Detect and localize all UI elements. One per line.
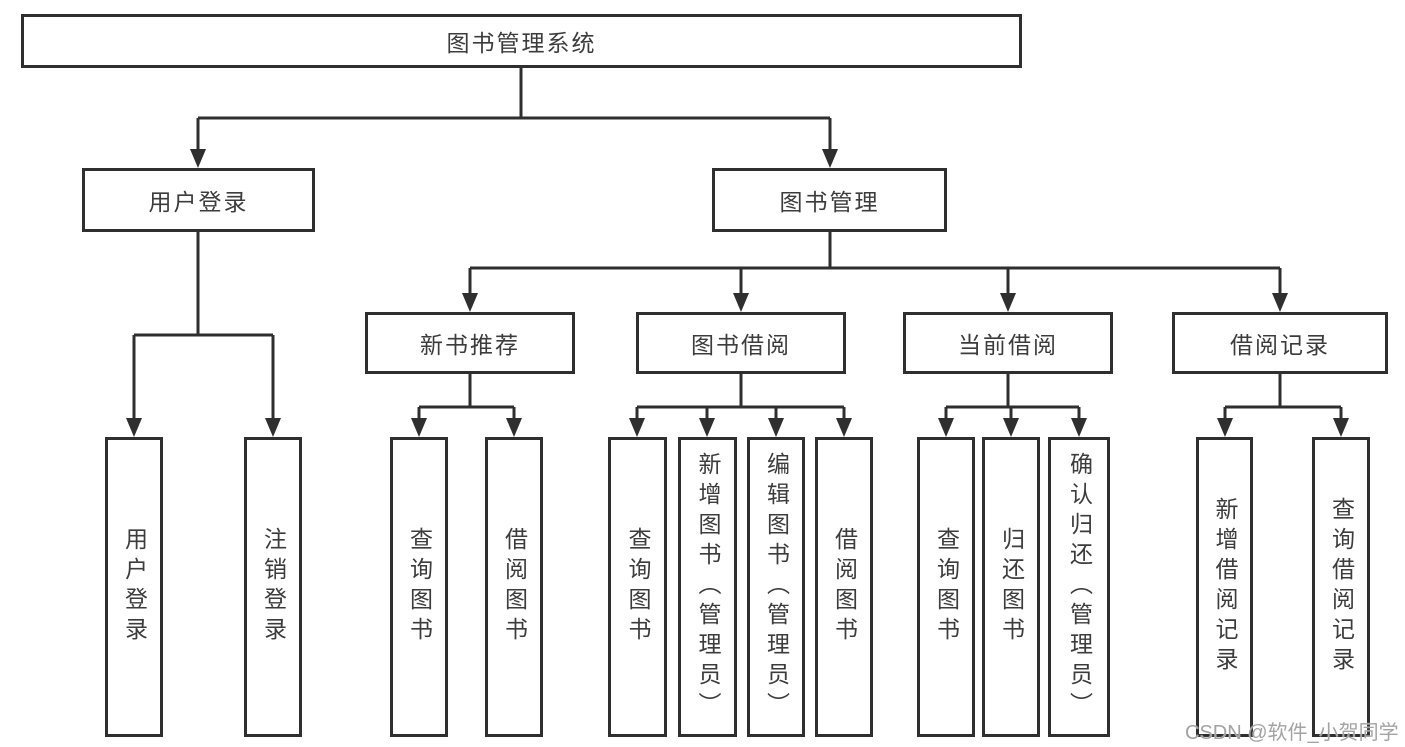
node-book-management: 图书管理 (712, 168, 947, 232)
node-root: 图书管理系统 (21, 14, 1022, 68)
leaf-borrow-books: 借阅图书 (815, 437, 873, 737)
node-new-book-recommend: 新书推荐 (365, 312, 575, 374)
leaf-logout: 注销登录 (244, 437, 302, 737)
leaf-label: 新增图书（管理员） (695, 452, 721, 722)
leaf-confirm-return-admin: 确认归还（管理员） (1048, 437, 1110, 737)
leaf-label: 注销登录 (260, 527, 287, 647)
leaf-label: 借阅图书 (501, 527, 528, 647)
leaf-label: 查询借阅记录 (1328, 497, 1355, 677)
leaf-label: 查询图书 (406, 527, 433, 647)
leaf-label: 新增借阅记录 (1212, 497, 1238, 677)
leaf-label: 查询图书 (625, 527, 651, 647)
node-book-borrowing: 图书借阅 (636, 312, 846, 374)
leaf-label: 用户登录 (121, 527, 148, 647)
leaf-add-borrow-record: 新增借阅记录 (1196, 437, 1253, 737)
leaf-edit-book-admin: 编辑图书（管理员） (747, 437, 805, 737)
leaf-query-books-recommend: 查询图书 (390, 437, 448, 737)
node-current-borrowing: 当前借阅 (903, 312, 1113, 374)
csdn-watermark: CSDN @软件_小贺同学 (1185, 722, 1399, 744)
leaf-borrow-books-recommend: 借阅图书 (485, 437, 543, 737)
leaf-query-books-current: 查询图书 (917, 437, 975, 737)
leaf-add-book-admin: 新增图书（管理员） (678, 437, 737, 737)
leaf-label: 确认归还（管理员） (1066, 452, 1093, 722)
tree-edges (132, 68, 1343, 419)
leaf-label: 查询图书 (933, 527, 960, 647)
leaf-query-books-borrowing: 查询图书 (608, 437, 667, 737)
node-user-login: 用户登录 (82, 168, 315, 232)
leaf-label: 编辑图书（管理员） (763, 452, 790, 722)
leaf-label: 借阅图书 (831, 527, 858, 647)
arrowheads (126, 149, 1349, 437)
leaf-user-login: 用户登录 (105, 437, 163, 737)
leaf-return-book: 归还图书 (982, 437, 1040, 737)
node-borrowing-records: 借阅记录 (1172, 312, 1388, 374)
leaf-query-borrow-record: 查询借阅记录 (1312, 437, 1370, 737)
leaf-label: 归还图书 (998, 527, 1025, 647)
